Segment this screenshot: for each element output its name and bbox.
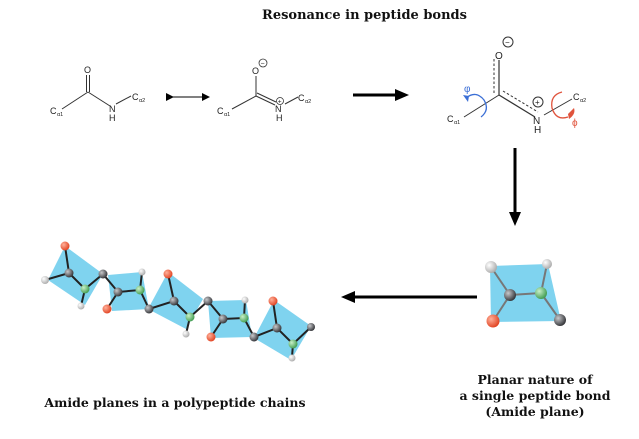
carbon-atom bbox=[203, 296, 213, 306]
negative-charge-icon bbox=[258, 58, 268, 68]
bond-c-n bbox=[498, 94, 536, 118]
atom-o: O bbox=[84, 65, 91, 75]
atom-n: N bbox=[109, 104, 116, 114]
atom-ca1-sub: α1 bbox=[57, 112, 63, 118]
amide-structure-neutral: O N H C α1 C α2 bbox=[50, 65, 145, 123]
oxygen-atom bbox=[163, 269, 173, 279]
atom-h: H bbox=[109, 113, 116, 123]
amide-structure-hybrid: O − N + H C α1 C α2 φ ϕ bbox=[447, 36, 586, 136]
diagram-title: Resonance in peptide bonds bbox=[262, 8, 467, 23]
polypeptide-chain bbox=[41, 241, 315, 362]
o-charge: − bbox=[261, 61, 265, 68]
bond-c-n-double-2 bbox=[256, 92, 277, 103]
amide-plane bbox=[254, 300, 311, 360]
carbon-atom bbox=[249, 332, 259, 342]
psi-arrowhead-icon bbox=[568, 108, 575, 119]
bond-ca1-c bbox=[463, 94, 500, 118]
phi-label: φ bbox=[464, 84, 471, 95]
oxygen-atom bbox=[486, 314, 500, 328]
atom-ca1-sub: α1 bbox=[454, 120, 460, 126]
bond-ca1-c bbox=[231, 95, 257, 110]
caption-line-2: a single peptide bond bbox=[459, 388, 611, 403]
carbon-atom bbox=[504, 289, 516, 301]
carbon-atom bbox=[169, 296, 179, 306]
amide-plane bbox=[48, 246, 103, 305]
atom-o: O bbox=[252, 66, 259, 76]
atom-ca2: C bbox=[573, 92, 580, 102]
atom-ca1: C bbox=[50, 106, 57, 116]
atom-ca1: C bbox=[217, 106, 224, 116]
carbon-atom bbox=[554, 314, 566, 326]
hydrogen-atom bbox=[241, 296, 249, 304]
bond-ca1-c bbox=[61, 91, 89, 110]
hydrogen-atom bbox=[77, 302, 85, 310]
atom-n: N bbox=[275, 104, 282, 114]
hydrogen-atom bbox=[138, 268, 146, 276]
psi-label: ϕ bbox=[572, 118, 578, 129]
bond-n-ca2 bbox=[115, 95, 132, 105]
hydrogen-atom bbox=[542, 259, 552, 269]
psi-rotation-arrow bbox=[551, 91, 569, 119]
nitrogen-atom bbox=[135, 285, 145, 295]
single-amide-plane bbox=[485, 259, 566, 328]
oxygen-atom bbox=[268, 296, 278, 306]
caption-line-3: (Amide plane) bbox=[485, 404, 585, 419]
hydrogen-atom bbox=[485, 261, 497, 273]
positive-charge-icon bbox=[532, 96, 544, 108]
caption-amide-plane: Planar nature of a single peptide bond (… bbox=[440, 372, 630, 420]
hydrogen-atom bbox=[288, 354, 296, 362]
caption-polypeptide: Amide planes in a polypeptide chains bbox=[44, 395, 306, 410]
atom-ca1: C bbox=[447, 114, 454, 124]
carbon-atom bbox=[218, 314, 228, 324]
oxygen-atom bbox=[206, 332, 216, 342]
carbon-atom bbox=[144, 304, 154, 314]
hydrogen-atom bbox=[182, 330, 190, 338]
bond-n-ca2 bbox=[284, 96, 299, 105]
atom-n: N bbox=[533, 116, 540, 127]
atom-ca2: C bbox=[132, 92, 139, 102]
n-charge: + bbox=[535, 98, 540, 107]
nitrogen-atom bbox=[80, 284, 90, 294]
negative-charge-icon bbox=[502, 36, 514, 48]
positive-charge-icon bbox=[276, 97, 284, 105]
caption-line-1: Planar nature of bbox=[477, 372, 593, 387]
phi-rotation-arrow bbox=[465, 93, 488, 118]
bond-c-n-double bbox=[255, 95, 276, 106]
atom-h: H bbox=[276, 113, 283, 123]
oxygen-atom bbox=[102, 304, 112, 314]
bond-n-ca2 bbox=[543, 98, 573, 116]
nitrogen-atom bbox=[288, 339, 298, 349]
bond-c-n bbox=[87, 91, 111, 107]
atom-h: H bbox=[534, 125, 541, 136]
hydrogen-atom bbox=[41, 276, 49, 284]
atom-ca2-sub: α2 bbox=[139, 98, 145, 104]
nitrogen-atom bbox=[239, 313, 249, 323]
atom-ca1-sub: α1 bbox=[224, 112, 230, 118]
carbon-atom bbox=[113, 287, 123, 297]
phi-arrowhead-icon bbox=[463, 95, 469, 102]
amide-structure-resonance: O − N + H C α1 C α2 bbox=[217, 58, 311, 123]
o-charge: − bbox=[505, 38, 510, 47]
atom-o: O bbox=[495, 51, 503, 62]
oxygen-atom bbox=[60, 241, 70, 251]
n-charge: + bbox=[278, 99, 282, 106]
carbon-atom bbox=[307, 323, 315, 331]
carbon-atom bbox=[64, 268, 74, 278]
atom-ca2-sub: α2 bbox=[580, 98, 586, 104]
nitrogen-atom bbox=[185, 312, 195, 322]
nitrogen-atom bbox=[535, 287, 547, 299]
carbon-atom bbox=[98, 269, 108, 279]
carbon-atom bbox=[272, 323, 282, 333]
atom-ca2-sub: α2 bbox=[305, 99, 311, 105]
bond-c-n-partial bbox=[502, 90, 539, 113]
atom-ca2: C bbox=[298, 93, 305, 103]
